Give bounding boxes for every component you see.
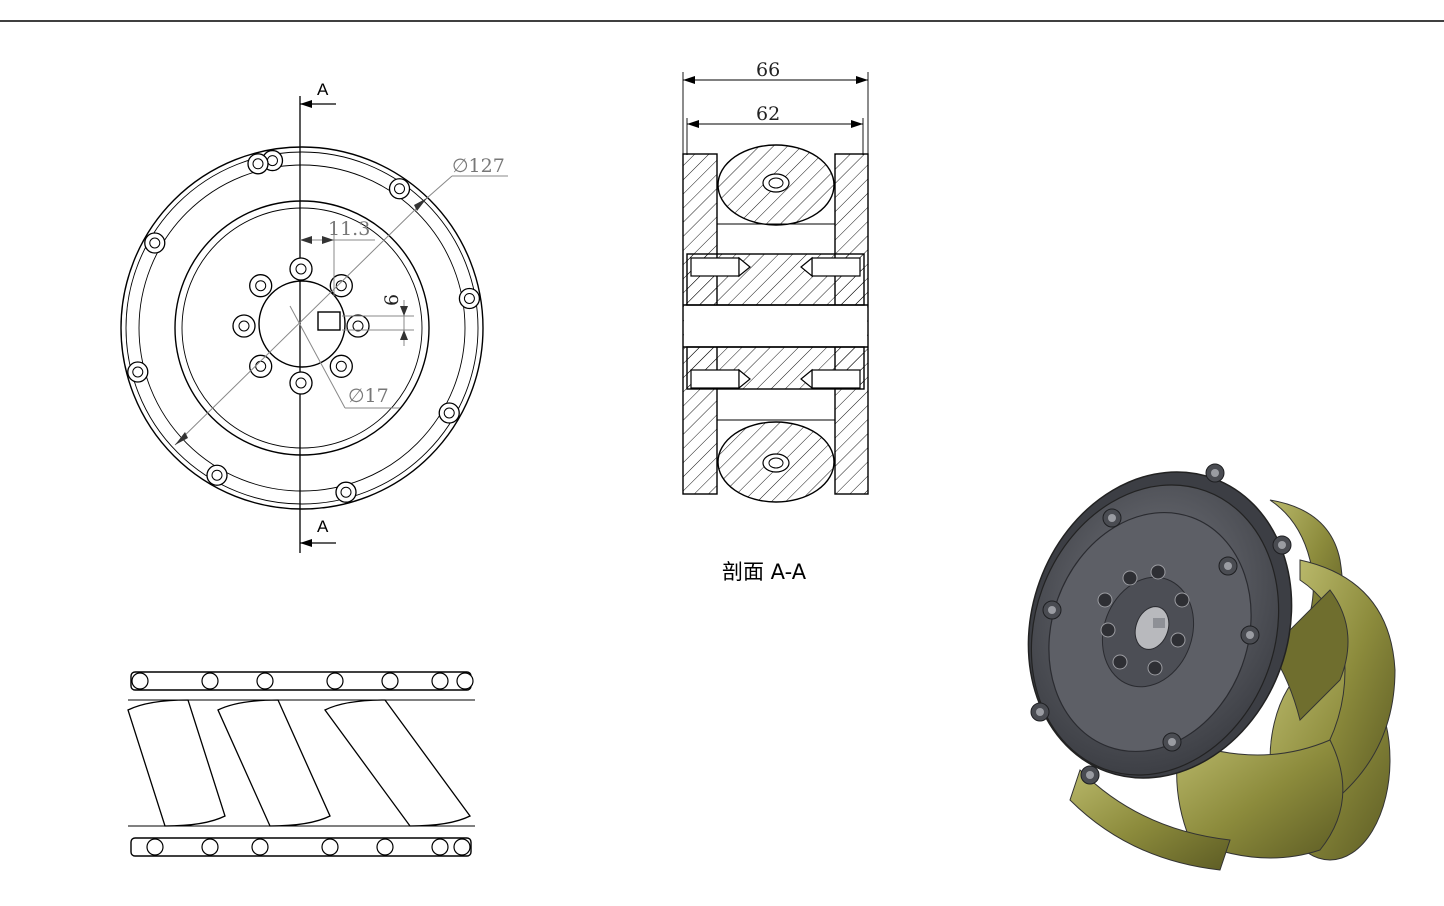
side-view (127, 671, 475, 857)
bolt-3d (1272, 535, 1292, 555)
side-bolt (381, 672, 399, 690)
side-bolt (256, 672, 274, 690)
hub-hole-3d (1100, 622, 1116, 638)
bore-diameter-dimension: ∅17 (348, 385, 389, 407)
section-marker-bottom: A (317, 517, 329, 536)
side-bolt (326, 672, 344, 690)
bolt-3d (1218, 556, 1238, 576)
outer-diameter-dimension: ∅127 (452, 155, 505, 177)
hub-3d (1027, 471, 1293, 779)
rim-bolt (127, 361, 149, 383)
side-bolt (201, 672, 219, 690)
hub-screw-hole (249, 354, 273, 378)
side-roller (324, 699, 471, 827)
hub-hole-3d (1174, 592, 1190, 608)
hub-holes (232, 257, 370, 395)
bolt-3d (1102, 508, 1122, 528)
hub-screw-hole (232, 314, 256, 338)
side-bolt (201, 838, 219, 856)
overall-width-dimension: 66 (756, 59, 780, 81)
side-bolt (453, 838, 471, 856)
side-bolt (321, 838, 339, 856)
bolt-3d (1205, 463, 1225, 483)
side-bolt (146, 838, 164, 856)
side-roller (127, 699, 226, 827)
rim-bolt (458, 287, 481, 310)
wheel-outline (120, 146, 484, 510)
side-bolt (431, 838, 449, 856)
rim-bolt (144, 232, 166, 254)
hub-hole-3d (1150, 564, 1166, 580)
rim-bolt (388, 178, 411, 200)
rollers-3d (1069, 499, 1396, 871)
side-bolt (456, 672, 474, 690)
rim-bolt (438, 402, 460, 424)
hub-screw-hole (346, 314, 370, 338)
bolt-3d (1042, 600, 1062, 620)
side-roller (217, 699, 331, 827)
section-caption: 剖面 A-A (722, 560, 807, 584)
rim-bolt (335, 481, 357, 503)
hub-screw-hole (249, 274, 273, 298)
bolt-3d-group (1030, 463, 1292, 785)
side-bolt (251, 838, 269, 856)
section-screws (690, 256, 861, 390)
key-width-dimension: 6 (381, 294, 403, 306)
bolt-3d (1030, 702, 1050, 722)
hub-hole-3d (1122, 570, 1138, 586)
hub-hole-3d (1147, 660, 1163, 676)
hub-screw-hole (289, 371, 313, 395)
side-bolt (431, 672, 449, 690)
section-marker-top: A (317, 80, 329, 99)
bolt-3d (1240, 625, 1260, 645)
front-view: A A ∅127 11.3 6 (120, 80, 508, 553)
side-bolt (131, 672, 149, 690)
bolt-3d (1080, 765, 1100, 785)
roller-bottom-section (717, 421, 835, 503)
rim-bolt (206, 464, 228, 486)
wheel-3d-render (1027, 463, 1396, 871)
rim-bolt (247, 153, 269, 175)
inner-width-dimension: 62 (756, 103, 780, 125)
section-view: 66 62 (682, 59, 869, 584)
hub-screw-hole (329, 354, 353, 378)
hub-screw-hole (289, 257, 313, 281)
key-offset-dimension: 11.3 (328, 218, 370, 240)
rim-bolt-group (127, 149, 481, 503)
hub-hole-3d (1097, 592, 1113, 608)
side-bolt (376, 838, 394, 856)
side-bolt-group (131, 672, 474, 856)
bore-circle (258, 280, 346, 368)
side-roller-group (127, 699, 471, 827)
hub-hole-3d (1112, 654, 1128, 670)
bolt-3d (1162, 732, 1182, 752)
keyway (317, 311, 341, 331)
hub-hole-3d (1170, 632, 1186, 648)
hub-screw-hole (329, 274, 353, 298)
roller-top-section (717, 144, 835, 226)
